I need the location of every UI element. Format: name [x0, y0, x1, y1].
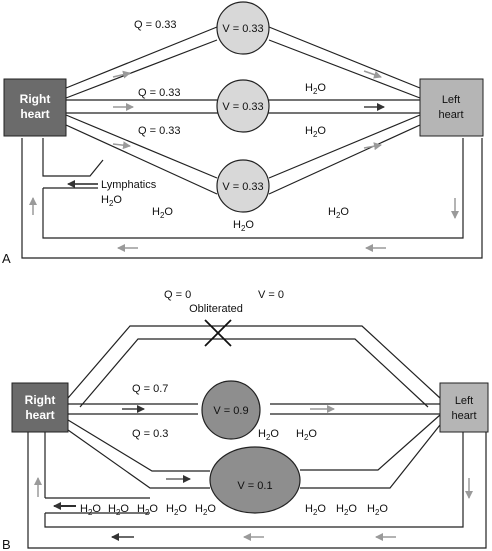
water-label-b-4: H2O — [108, 503, 129, 517]
vessel-bottom-a — [65, 114, 421, 195]
water-label-b-1: H2O — [258, 428, 279, 442]
vessel-middle-b — [68, 403, 440, 415]
vessel-bottom-b — [67, 414, 441, 489]
return-loop-outer-b — [27, 432, 487, 549]
water-label-b-9: H2O — [336, 503, 357, 517]
vessel-top-a — [65, 26, 421, 99]
lymph-channel-b — [45, 497, 150, 514]
flow-label-obliterated-b: Q = 0 — [164, 289, 191, 301]
water-label-b-10: H2O — [367, 503, 388, 517]
return-loop-inner-b — [44, 432, 464, 528]
sphere-bottom-b — [209, 446, 301, 514]
vessel-top-b — [67, 325, 441, 408]
panel-letter-b: B — [2, 537, 11, 551]
left-heart-label-line1-b: Left — [455, 395, 473, 407]
sphere-middle-a — [216, 79, 270, 133]
volume-label-top-a: V = 0.33 — [222, 23, 263, 35]
right-heart-label-line2-b: heart — [25, 408, 54, 422]
left-heart-a — [419, 78, 484, 137]
flow-label-top-a: Q = 0.33 — [134, 19, 177, 31]
water-label-b-6: H2O — [166, 503, 187, 517]
return-loop-inner-a — [42, 138, 464, 239]
volume-label-obliterated-b: V = 0 — [258, 289, 284, 301]
water-label-a-3: H2O — [101, 194, 122, 208]
right-heart-label-line2-a: heart — [20, 107, 49, 121]
water-label-b-8: H2O — [305, 503, 326, 517]
sphere-middle-b — [201, 380, 261, 440]
water-label-a-1: H2O — [305, 82, 326, 96]
flow-arrow-a-6 — [363, 142, 382, 151]
panel-a: Right heart Left heart V = 0.33 V = 0.33… — [2, 1, 484, 266]
sphere-bottom-a — [216, 159, 270, 213]
right-heart-a — [3, 78, 67, 137]
return-loop-outer-a — [21, 138, 483, 259]
flow-label-middle-a: Q = 0.33 — [138, 87, 181, 99]
flow-arrow-a-2 — [363, 70, 382, 79]
water-label-a-2: H2O — [305, 125, 326, 139]
water-label-b-2: H2O — [296, 428, 317, 442]
left-heart-b — [439, 382, 489, 433]
right-heart-b — [11, 382, 69, 433]
left-heart-label-line1-a: Left — [442, 94, 460, 106]
flow-label-bottom-a: Q = 0.33 — [138, 125, 181, 137]
right-heart-label-line1-a: Right — [20, 92, 51, 106]
sphere-top-a — [216, 1, 270, 55]
water-label-b-3: H2O — [80, 503, 101, 517]
volume-label-bottom-b: V = 0.1 — [237, 480, 272, 492]
volume-label-bottom-a: V = 0.33 — [222, 181, 263, 193]
panel-b: Right heart Left heart V = 0.9 V = 0.1 Q… — [2, 289, 489, 551]
flow-arrow-a-1 — [112, 70, 131, 79]
water-label-b-5: H2O — [137, 503, 158, 517]
lymphatics-label-a: Lymphatics — [101, 179, 157, 191]
right-heart-label-line1-b: Right — [25, 393, 56, 407]
obliterated-cross-2 — [204, 319, 232, 347]
panel-letter-a: A — [2, 251, 11, 266]
flow-label-bottom-b: Q = 0.3 — [132, 428, 168, 440]
water-label-a-6: H2O — [328, 206, 349, 220]
flow-arrow-a-5 — [112, 141, 131, 150]
obliterated-label-b: Obliterated — [189, 303, 243, 315]
water-label-b-7: H2O — [195, 503, 216, 517]
vessel-middle-a — [66, 99, 420, 114]
volume-label-middle-b: V = 0.9 — [213, 405, 248, 417]
flow-label-middle-b: Q = 0.7 — [132, 383, 168, 395]
water-label-a-5: H2O — [233, 219, 254, 233]
volume-label-middle-a: V = 0.33 — [222, 101, 263, 113]
lymphatic-branch-a — [42, 156, 104, 177]
left-heart-label-line2-a: heart — [438, 109, 463, 121]
left-heart-label-line2-b: heart — [451, 410, 476, 422]
water-label-a-4: H2O — [152, 206, 173, 220]
